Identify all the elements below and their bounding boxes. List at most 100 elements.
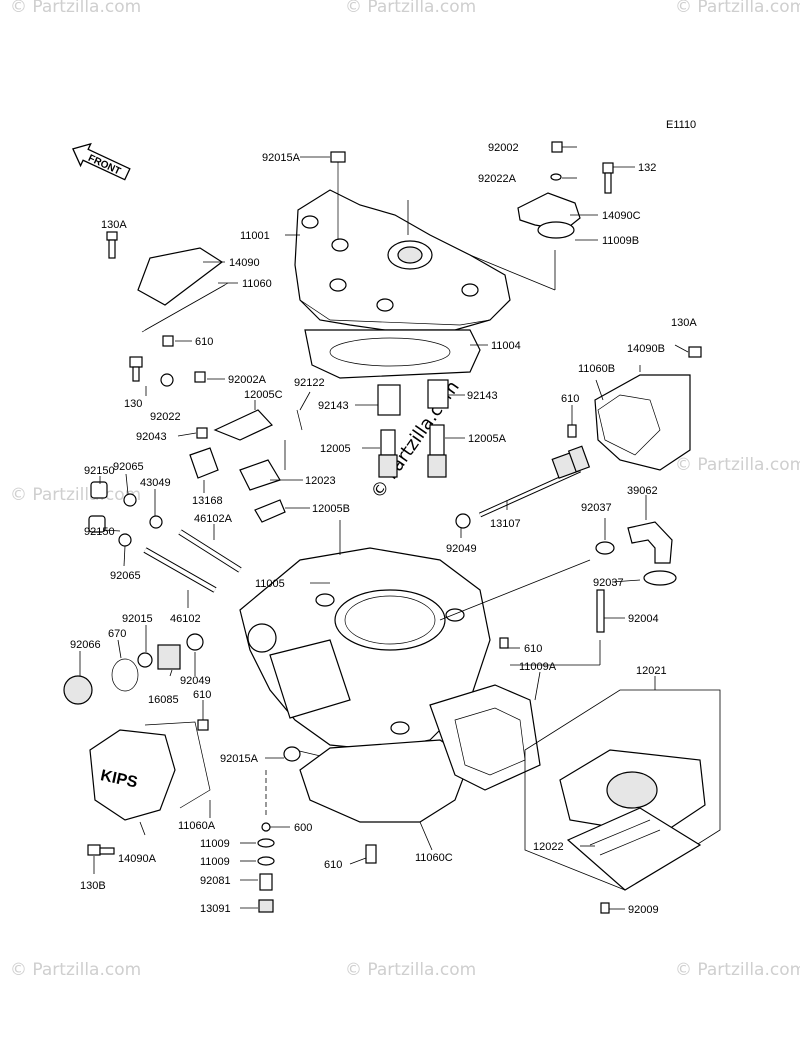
part-label: 13168 xyxy=(192,495,223,507)
bolt-drawing xyxy=(330,151,346,240)
part-label: 92002A xyxy=(228,374,267,386)
head-gasket-drawing xyxy=(304,329,481,379)
cylinder-head-drawing xyxy=(294,189,511,331)
part-label: 92065 xyxy=(110,570,141,582)
part-label: 11004 xyxy=(491,340,521,352)
part-label: 92065 xyxy=(113,461,144,473)
part-label: 92004 xyxy=(628,613,659,625)
part-label: 11009 xyxy=(200,856,230,868)
part-label: 11060A xyxy=(178,820,216,832)
part-label: 11001 xyxy=(240,230,270,242)
part-label: 12005C xyxy=(244,389,283,401)
part-label: 92143 xyxy=(318,400,349,412)
part-label: 12023 xyxy=(305,475,336,487)
part-label: 11009A xyxy=(519,661,557,673)
part-label: 43049 xyxy=(140,477,171,489)
cylinder-drawing xyxy=(239,547,491,776)
shaft-drawing xyxy=(455,445,591,529)
bottom-stack-drawing xyxy=(257,637,509,913)
drain-plug-drawing xyxy=(63,633,209,731)
part-label: 12021 xyxy=(636,665,667,677)
cover-drawing xyxy=(137,247,224,306)
part-label: 11009B xyxy=(602,235,639,247)
part-label: 13107 xyxy=(490,518,521,530)
part-label: 92015A xyxy=(262,152,301,164)
watermark: © Partzilla.com xyxy=(675,0,800,17)
clamp-drawing xyxy=(595,541,615,555)
part-label: 92015A xyxy=(220,753,259,765)
part-label: 39062 xyxy=(627,485,658,497)
watermark: © Partzilla.com xyxy=(345,0,476,17)
part-label: 92066 xyxy=(70,639,101,651)
part-label: 130A xyxy=(101,219,127,231)
bolt-130a-drawing xyxy=(106,231,118,259)
part-label: 14090B xyxy=(627,343,665,355)
part-label: 92150 xyxy=(84,526,115,538)
part-label: 130 xyxy=(124,398,142,410)
watermark: © Partzilla.com xyxy=(345,960,476,980)
bolt-130-drawing xyxy=(129,356,174,387)
part-label: 14090A xyxy=(118,853,157,865)
part-label: 92049 xyxy=(446,543,477,555)
rods-drawing xyxy=(143,529,242,593)
part-label: 92009 xyxy=(628,904,659,916)
watermark: © Partzilla.com xyxy=(10,960,141,980)
watermark: © Partzilla.com xyxy=(675,455,800,475)
power-valve-drawing xyxy=(189,371,449,523)
part-label: 11060C xyxy=(415,852,453,864)
diagram-code: E1110 xyxy=(666,119,696,131)
watermark: © Partzilla.com xyxy=(10,485,141,505)
part-label: 92122 xyxy=(294,377,325,389)
part-label: 92150 xyxy=(84,465,115,477)
part-label: 12022 xyxy=(533,841,564,853)
part-label: 92037 xyxy=(581,502,612,514)
part-label: 14090 xyxy=(229,257,260,269)
part-label: 92015 xyxy=(122,613,153,625)
hose-drawing xyxy=(627,521,673,564)
part-label: 130B xyxy=(80,880,106,892)
part-label: 600 xyxy=(294,822,312,834)
left-cover-drawing: KIPS xyxy=(87,721,211,856)
part-label: 610 xyxy=(524,643,542,655)
part-label: 92043 xyxy=(136,431,167,443)
part-label: 130A xyxy=(671,317,697,329)
part-label: 12005A xyxy=(468,433,507,445)
part-label: 92002 xyxy=(488,142,519,154)
part-label: 11005 xyxy=(255,578,285,590)
part-label: 16085 xyxy=(148,694,179,706)
front-arrow-icon: FRONT xyxy=(72,142,131,181)
part-label: 14090C xyxy=(602,210,641,222)
part-label: 92037 xyxy=(593,577,624,589)
part-label: 132 xyxy=(638,162,656,174)
water-fitting-drawing xyxy=(517,141,614,239)
dowel-pin-drawing xyxy=(162,335,174,347)
part-label: 13091 xyxy=(200,903,231,915)
part-label: 11009 xyxy=(200,838,230,850)
part-label: 46102A xyxy=(194,513,233,525)
part-label: 92049 xyxy=(180,675,211,687)
part-label: 92022 xyxy=(150,411,181,423)
part-label: 610 xyxy=(193,689,211,701)
part-label: 92143 xyxy=(467,390,498,402)
part-label: 610 xyxy=(561,393,579,405)
part-labels: 92015A 11001 130A 14090 11060 610 92002 … xyxy=(70,142,697,916)
plugs-drawing xyxy=(88,481,163,547)
part-label: 92022A xyxy=(478,173,517,185)
clamp-drawing xyxy=(643,570,677,586)
part-label: 610 xyxy=(324,859,342,871)
valve-cover-right-drawing xyxy=(567,346,702,471)
watermark: © Partzilla.com xyxy=(10,0,141,17)
watermark: © Partzilla.com xyxy=(675,960,800,980)
reed-valve-box xyxy=(524,689,721,914)
part-drawings: KIPS xyxy=(63,141,721,914)
part-label: 670 xyxy=(108,628,126,640)
part-label: 11060 xyxy=(242,278,272,290)
part-label: 610 xyxy=(195,336,213,348)
part-label: 12005 xyxy=(320,443,351,455)
part-label: 11060B xyxy=(578,363,615,375)
leader-lines xyxy=(79,146,689,910)
part-label: 46102 xyxy=(170,613,201,625)
part-label: 92081 xyxy=(200,875,231,887)
stud-drawing xyxy=(596,589,605,633)
